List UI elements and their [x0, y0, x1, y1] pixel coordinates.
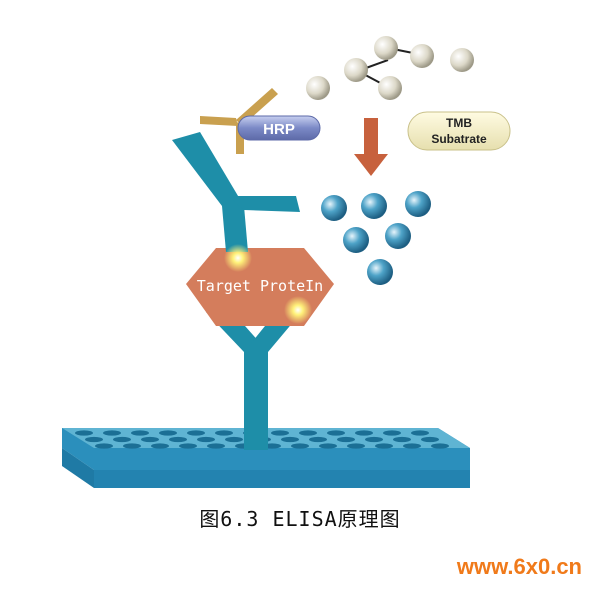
- plate-well: [169, 436, 187, 443]
- product-bead: [367, 259, 393, 285]
- plate-well: [403, 443, 421, 449]
- figure-caption: 图6.3 ELISA原理图: [199, 507, 401, 531]
- substrate-bead: [344, 58, 368, 82]
- plate-well: [207, 443, 225, 449]
- detection-antibody: [172, 132, 300, 252]
- plate-well: [197, 436, 215, 443]
- plate-well: [271, 430, 289, 436]
- plate-well: [131, 430, 149, 436]
- substrate-molecules: [306, 36, 474, 100]
- plate-well: [291, 443, 309, 449]
- substrate-bead: [306, 76, 330, 100]
- reaction-arrow: [354, 118, 388, 176]
- plate-well: [113, 436, 131, 443]
- binding-spot: [284, 296, 312, 324]
- plate-well: [187, 430, 205, 436]
- substrate-bead: [410, 44, 434, 68]
- plate-well: [347, 443, 365, 449]
- plate-well: [355, 430, 373, 436]
- plate-well: [299, 430, 317, 436]
- microplate: [62, 428, 470, 488]
- tmb-label-line1: TMB: [446, 116, 472, 130]
- substrate-bead: [450, 48, 474, 72]
- plate-well: [75, 430, 93, 436]
- tmb-substrate-label: TMB Subatrate: [407, 111, 511, 151]
- plate-well: [393, 436, 411, 443]
- hrp-label-text: HRP: [263, 121, 295, 138]
- plate-well: [421, 436, 439, 443]
- tmb-label-line2: Subatrate: [431, 132, 487, 146]
- product-bead: [405, 191, 431, 217]
- substrate-bead: [374, 36, 398, 60]
- product-bead: [321, 195, 347, 221]
- plate-well: [123, 443, 141, 449]
- substrate-bead: [378, 76, 402, 100]
- plate-well: [375, 443, 393, 449]
- plate-well: [327, 430, 345, 436]
- plate-well: [319, 443, 337, 449]
- plate-well: [431, 443, 449, 449]
- plate-well: [159, 430, 177, 436]
- product-bead: [361, 193, 387, 219]
- hrp-label: HRP: [237, 115, 321, 141]
- plate-well: [365, 436, 383, 443]
- plate-well: [281, 436, 299, 443]
- plate-well: [411, 430, 429, 436]
- product-bead: [385, 223, 411, 249]
- plate-well: [103, 430, 121, 436]
- product-molecules: [321, 191, 431, 285]
- plate-well: [225, 436, 243, 443]
- plate-well: [141, 436, 159, 443]
- plate-well: [309, 436, 327, 443]
- plate-well: [151, 443, 169, 449]
- plate-well: [95, 443, 113, 449]
- plate-well: [179, 443, 197, 449]
- plate-well: [85, 436, 103, 443]
- plate-well: [383, 430, 401, 436]
- target-protein-label: Target ProteIn: [197, 277, 323, 295]
- watermark: www.6x0.cn: [456, 554, 582, 579]
- product-bead: [343, 227, 369, 253]
- plate-well: [215, 430, 233, 436]
- binding-spot: [224, 244, 252, 272]
- target-protein: Target ProteIn: [186, 248, 334, 326]
- plate-well: [337, 436, 355, 443]
